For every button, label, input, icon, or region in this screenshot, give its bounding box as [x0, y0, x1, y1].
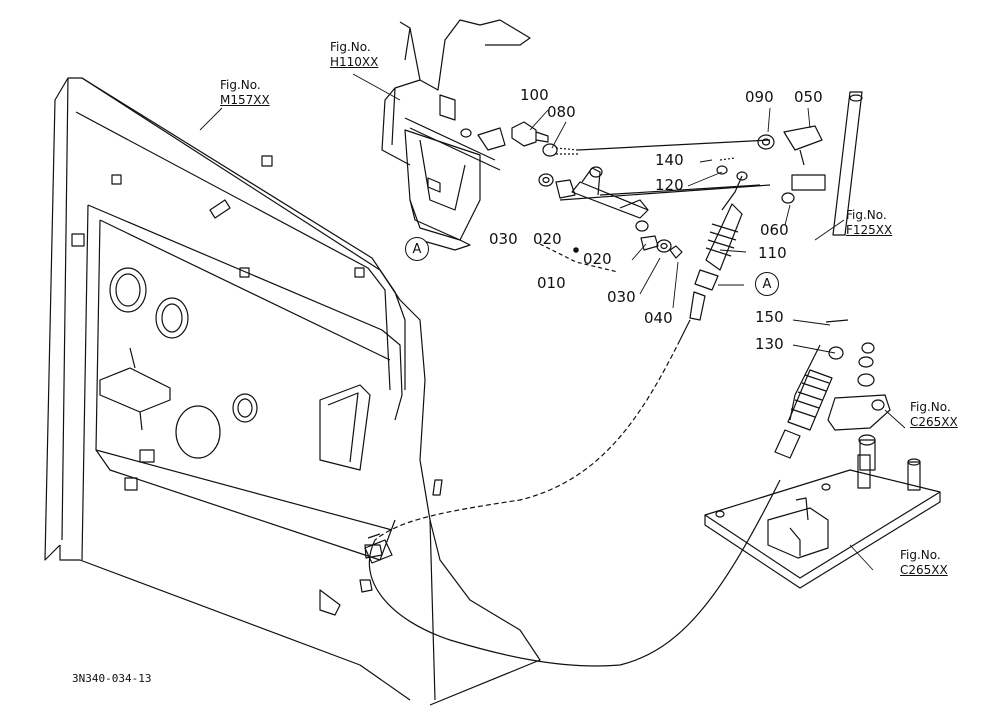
- figure-ref-f125-label: Fig.No.: [846, 208, 887, 222]
- part-label-020-lower: 020: [583, 250, 612, 268]
- throttle-cable: [364, 171, 833, 667]
- figure-ref-m157-code: M157XX: [220, 93, 270, 107]
- part-label-020-upper: 020: [533, 230, 562, 248]
- part-label-100: 100: [520, 86, 549, 104]
- figure-ref-h110-label: Fig.No.: [330, 40, 371, 54]
- part-label-080: 080: [547, 103, 576, 121]
- part-label-050: 050: [794, 88, 823, 106]
- part-label-140: 140: [655, 151, 684, 169]
- part-label-030-upper: 030: [489, 230, 518, 248]
- leader-lines: [199, 73, 906, 571]
- part-label-120: 120: [655, 176, 684, 194]
- part-label-110: 110: [758, 244, 787, 262]
- figure-ref-c265-upper: Fig.No. C265XX: [910, 400, 958, 430]
- pedal-bracket: [381, 19, 531, 251]
- figure-ref-c265-lower: Fig.No. C265XX: [900, 548, 948, 578]
- callout-a-lower: A: [755, 272, 779, 296]
- part-label-130: 130: [755, 335, 784, 353]
- part-label-060: 060: [760, 221, 789, 239]
- figure-ref-h110-code: H110XX: [330, 55, 379, 69]
- throttle-rod: [716, 91, 863, 236]
- dash-panel: [44, 77, 541, 706]
- part-label-030-lower: 030: [607, 288, 636, 306]
- part-label-010: 010: [537, 274, 566, 292]
- figure-ref-c265-upper-code: C265XX: [910, 415, 958, 429]
- figure-ref-c265-lower-label: Fig.No.: [900, 548, 941, 562]
- figure-ref-m157-label: Fig.No.: [220, 78, 261, 92]
- figure-ref-c265-lower-code: C265XX: [900, 563, 948, 577]
- figure-ref-f125: Fig.No. F125XX: [846, 208, 892, 238]
- figure-ref-h110: Fig.No. H110XX: [330, 40, 378, 70]
- callout-a-upper: A: [405, 237, 429, 261]
- part-label-150: 150: [755, 308, 784, 326]
- drawing-number: 3N340-034-13: [72, 672, 152, 685]
- figure-ref-m157: Fig.No. M157XX: [220, 78, 270, 108]
- figure-ref-c265-upper-label: Fig.No.: [910, 400, 951, 414]
- lower-lever-assembly: [704, 319, 941, 589]
- figure-ref-f125-code: F125XX: [846, 223, 893, 237]
- part-label-040: 040: [644, 309, 673, 327]
- pivot-arm: [511, 121, 771, 273]
- part-label-090: 090: [745, 88, 774, 106]
